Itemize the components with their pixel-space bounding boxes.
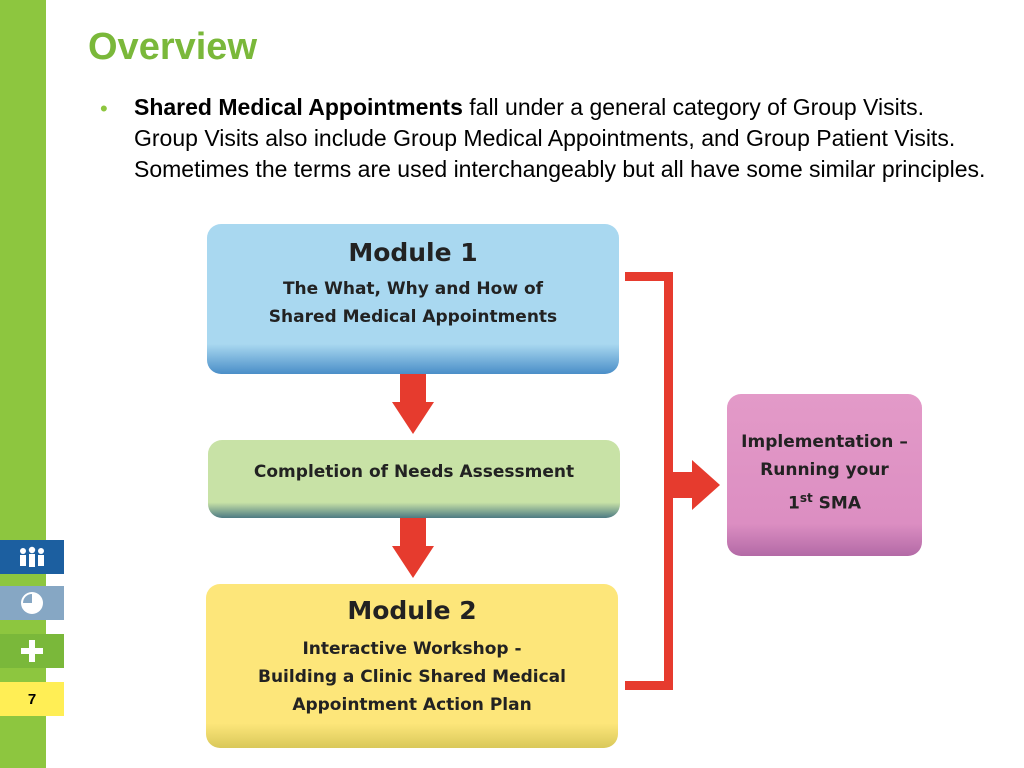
clock-icon[interactable]: [0, 586, 64, 620]
module2-line3: Appointment Action Plan: [292, 695, 532, 715]
module1-box: Module 1 The What, Why and How of Shared…: [207, 224, 619, 374]
arrow-needs-to-module2: [392, 518, 434, 578]
implementation-ordinal-suffix: st: [799, 491, 813, 505]
module1-heading: Module 1: [348, 238, 478, 267]
module2-line2: Building a Clinic Shared Medical: [258, 667, 566, 687]
bullet-bold-term: Shared Medical Appointments: [134, 94, 463, 120]
module2-line1: Interactive Workshop -: [302, 639, 522, 659]
implementation-box: Implementation – Running your 1st SMA: [727, 394, 922, 556]
page-number: 7: [0, 682, 64, 716]
bullet-text: Shared Medical Appointments fall under a…: [134, 92, 994, 185]
implementation-sma: SMA: [812, 493, 861, 514]
module1-line2: Shared Medical Appointments: [268, 307, 558, 327]
implementation-line2: Running your: [760, 460, 889, 480]
module1-line1: The What, Why and How of: [282, 279, 544, 299]
implementation-line1: Implementation –: [741, 432, 908, 452]
module2-heading: Module 2: [347, 596, 477, 625]
needs-assessment-box: Completion of Needs Assessment: [208, 440, 620, 518]
module2-box: Module 2 Interactive Workshop - Building…: [206, 584, 618, 748]
implementation-line3: 1st SMA: [727, 484, 922, 518]
arrow-to-implementation: [673, 460, 720, 510]
needs-assessment-label: Completion of Needs Assessment: [253, 462, 575, 482]
arrow-module1-to-needs: [392, 374, 434, 434]
plus-icon[interactable]: [0, 634, 64, 668]
people-icon[interactable]: [0, 540, 64, 574]
slide-title: Overview: [88, 26, 257, 68]
implementation-ordinal-number: 1: [788, 493, 800, 514]
bracket-connector: [625, 272, 673, 690]
bullet-body: fall under a general category of Group V…: [134, 94, 986, 182]
bullet-marker: •: [100, 96, 108, 121]
